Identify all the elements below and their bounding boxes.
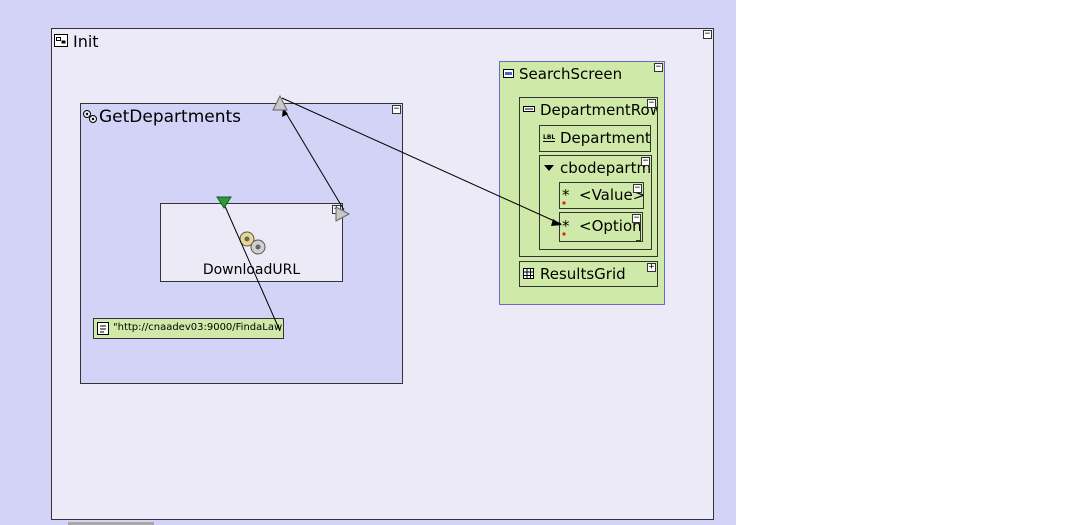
department-row-collapse-button[interactable]: − [647,98,656,108]
download-url-label: DownloadURL [202,262,301,278]
options-collapse-button[interactable]: − [632,213,641,223]
svg-text:*: * [562,219,570,235]
asterisk-icon: * [562,219,570,236]
search-screen-collapse-button[interactable]: − [654,62,663,72]
get-departments-title: GetDepartments [99,107,242,127]
gears-icon [239,231,266,255]
screen-icon [503,69,514,78]
value-property-node[interactable]: * <Value> − [559,182,644,209]
options-property-text: <Options> [579,217,642,235]
value-property-text: <Value> [579,186,644,204]
document-icon [97,322,109,335]
search-screen-title: SearchScreen [519,65,623,83]
dropdown-arrow-icon [544,165,554,171]
gears-icon [83,110,97,123]
asterisk-icon: * [562,188,570,205]
svg-text:LBL: LBL [543,134,555,141]
get-departments-collapse-button[interactable]: − [392,104,401,114]
url-parameter-node[interactable]: "http://cnaadev03:9000/FindaLaw [93,318,284,339]
results-grid-node[interactable]: ResultsGrid + [519,261,658,287]
results-grid-expand-button[interactable]: + [647,262,656,272]
init-collapse-button[interactable]: − [703,29,712,39]
svg-text:*: * [562,188,570,204]
label-icon: LBL [543,134,555,142]
grid-icon [523,268,534,279]
value-collapse-button[interactable]: − [633,183,642,193]
init-title: Init [73,32,99,51]
combo-box-collapse-button[interactable]: − [641,156,650,166]
download-url-expand-button[interactable]: + [332,204,341,214]
url-parameter-text: "http://cnaadev03:9000/FindaLaw [113,322,283,333]
department-label-text: Department [560,129,651,147]
department-label-node[interactable]: LBL Department [539,125,651,152]
row-icon [523,106,535,112]
options-property-node[interactable]: * <Options> − [559,212,643,242]
results-grid-title: ResultsGrid [540,265,626,283]
container-icon [54,34,68,47]
combo-box-title: cbodepartment [560,159,652,177]
department-row-title: DepartmentRow [540,101,658,119]
scrollbar-thumb[interactable] [68,522,154,525]
download-url-node[interactable]: DownloadURL + [160,203,343,282]
diagram-canvas: Init − GetDepartments − DownloadURL + [0,0,736,525]
